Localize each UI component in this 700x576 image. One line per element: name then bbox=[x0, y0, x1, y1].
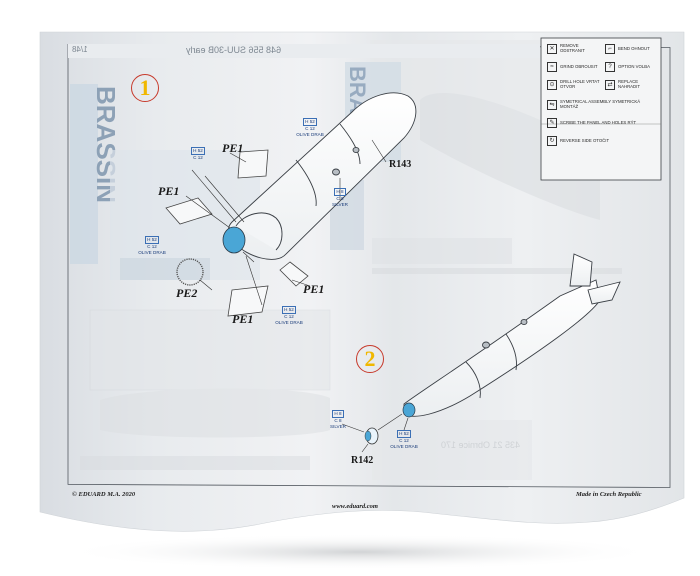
legend-text: REMOVE ODSTRANIT bbox=[560, 43, 585, 53]
footer-copyright: © EDUARD M.A. 2020 bbox=[72, 491, 136, 498]
symmetry-icon: ⇋ bbox=[547, 100, 557, 110]
paint-color: C 12 bbox=[147, 244, 157, 250]
paint-callout-olive-top: H 52 C 12 OLIVE DRAB bbox=[288, 118, 332, 138]
paint-code: H 52 bbox=[281, 306, 297, 314]
paint-color: C 8 bbox=[334, 418, 342, 424]
scale-mirrored-label: 1/48 bbox=[72, 45, 88, 54]
legend-row: ≈ GRIND OBROUSIT ? OPTION VOLBA bbox=[543, 62, 659, 76]
legend-cell: ⇄ REPLACE NAHRADIT bbox=[605, 79, 659, 90]
table-shadow bbox=[60, 534, 660, 570]
bomb-step2-nozzle bbox=[402, 402, 416, 418]
legend-text: DRILL HOLE VRTAT OTVOR bbox=[560, 79, 600, 89]
scale-mirrored-text: 1/48 bbox=[72, 45, 88, 54]
part-label-pe1-right: PE1 bbox=[303, 282, 325, 296]
part-label-r142: R142 bbox=[351, 455, 374, 466]
paint-name: OLIVE DRAB bbox=[296, 131, 324, 137]
bend-icon: ⌐ bbox=[605, 44, 615, 54]
paint-code: H 52 bbox=[302, 118, 318, 126]
legend-text: GRIND OBROUSIT bbox=[560, 63, 598, 69]
legend-row: ↻ REVERSE SIDE OTOČIT bbox=[543, 136, 659, 150]
option-icon: ? bbox=[605, 62, 615, 72]
paint-color: C 12 bbox=[193, 155, 203, 161]
paint-name: SILVER bbox=[330, 423, 346, 429]
drill-icon: ⊙ bbox=[547, 80, 557, 90]
paint-name: OLIVE DRAB bbox=[390, 443, 418, 449]
step-number-1: 1 bbox=[131, 74, 159, 102]
legend-row: ⇋ SYMETRICAL ASSEMBLY SYMETRICKÁ MONTÁŽ bbox=[543, 99, 659, 114]
paint-callout-olive-upper: H 52 C 12 bbox=[180, 147, 216, 161]
part-label-pe1-top: PE1 bbox=[222, 141, 244, 155]
part-label-pe1-bottom: PE1 bbox=[232, 312, 254, 326]
paint-callout-olive-left: H 52 C 12 OLIVE DRAB bbox=[130, 236, 174, 256]
pe2-ring bbox=[176, 258, 204, 286]
legend-cell: ? OPTION VOLBA bbox=[605, 62, 659, 72]
header-strip bbox=[68, 44, 540, 58]
part-label-pe2: PE2 bbox=[176, 286, 198, 300]
step-number-2: 2 bbox=[356, 345, 384, 373]
footer-website: www.eduard.com bbox=[332, 503, 378, 510]
bomb-step1 bbox=[228, 92, 417, 260]
legend-cell: ⇋ SYMETRICAL ASSEMBLY SYMETRICKÁ MONTÁŽ bbox=[547, 99, 657, 110]
symbol-legend: ✕ REMOVE ODSTRANIT ⌐ BEND OHNOUT ≈ GRIND… bbox=[543, 40, 659, 178]
scribe-icon: ✎ bbox=[547, 118, 557, 128]
grind-icon: ≈ bbox=[547, 62, 557, 72]
paint-callout-olive-bottom: H 52 C 12 OLIVE DRAB bbox=[268, 306, 310, 326]
header-mirrored-label: 648 556 SUU-30B early bbox=[186, 45, 282, 55]
remove-icon: ✕ bbox=[547, 44, 557, 54]
paint-callout-silver-mid: H 8 C 8 SILVER bbox=[326, 188, 354, 208]
paint-callout-silver-step2: H 8 C 8 SILVER bbox=[324, 410, 352, 430]
legend-cell: ✎ SCRIBE THE PANEL AND HOLES RÝT bbox=[547, 118, 657, 128]
legend-row: ✕ REMOVE ODSTRANIT ⌐ BEND OHNOUT bbox=[543, 43, 659, 58]
paint-code: H 8 bbox=[333, 188, 347, 196]
part-label-pe1-left: PE1 bbox=[158, 184, 180, 198]
paint-code: H 8 bbox=[331, 410, 345, 418]
paint-callout-olive-step2: H 52 C 12 OLIVE DRAB bbox=[382, 430, 426, 450]
paint-color: C 12 bbox=[399, 438, 409, 444]
legend-frame bbox=[540, 37, 662, 181]
paint-code: H 52 bbox=[190, 147, 206, 155]
footer-made-in: Made in Czech Republic bbox=[576, 491, 642, 498]
legend-cell: ⊙ DRILL HOLE VRTAT OTVOR bbox=[547, 79, 603, 90]
legend-cell: ↻ REVERSE SIDE OTOČIT bbox=[547, 136, 657, 146]
leader-lines-step1 bbox=[185, 139, 387, 306]
legend-cell: ≈ GRIND OBROUSIT bbox=[547, 62, 603, 72]
legend-cell: ✕ REMOVE ODSTRANIT bbox=[547, 43, 603, 54]
step-2-label: 2 bbox=[364, 346, 376, 371]
legend-text: SCRIBE THE PANEL AND HOLES RÝT bbox=[560, 119, 637, 125]
bomb-step2 bbox=[403, 253, 621, 417]
legend-row: ✎ SCRIBE THE PANEL AND HOLES RÝT bbox=[543, 118, 659, 132]
paint-name: OLIVE DRAB bbox=[138, 249, 166, 255]
legend-row: ⊙ DRILL HOLE VRTAT OTVOR ⇄ REPLACE NAHRA… bbox=[543, 79, 659, 94]
legend-text: OPTION VOLBA bbox=[618, 63, 650, 69]
part-label-r143: R143 bbox=[389, 159, 412, 170]
paint-color: C 12 bbox=[284, 314, 294, 320]
bomb-step1-nozzle bbox=[222, 226, 246, 254]
replace-icon: ⇄ bbox=[605, 80, 615, 90]
legend-text: BEND OHNOUT bbox=[618, 45, 650, 51]
paint-code: H 52 bbox=[144, 236, 160, 244]
legend-text: REVERSE SIDE OTOČIT bbox=[560, 137, 610, 143]
paint-name: SILVER bbox=[332, 201, 348, 207]
svg-text:435 21 Obrnice 170: 435 21 Obrnice 170 bbox=[441, 440, 520, 450]
legend-cell: ⌐ BEND OHNOUT bbox=[605, 44, 659, 54]
legend-text: SYMETRICAL ASSEMBLY SYMETRICKÁ MONTÁŽ bbox=[560, 99, 641, 109]
header-mirrored-text: 648 556 SUU-30B early bbox=[186, 45, 282, 55]
paint-color: C 8 bbox=[336, 196, 344, 202]
paint-name: OLIVE DRAB bbox=[275, 319, 303, 325]
leader-lines-step2 bbox=[341, 413, 409, 453]
paint-code: H 52 bbox=[396, 430, 412, 438]
paint-color: C 12 bbox=[305, 126, 315, 132]
reverse-icon: ↻ bbox=[547, 136, 557, 146]
bleed-through-left bbox=[80, 309, 331, 470]
step-1-label: 1 bbox=[139, 75, 151, 100]
legend-text: REPLACE NAHRADIT bbox=[618, 79, 640, 89]
